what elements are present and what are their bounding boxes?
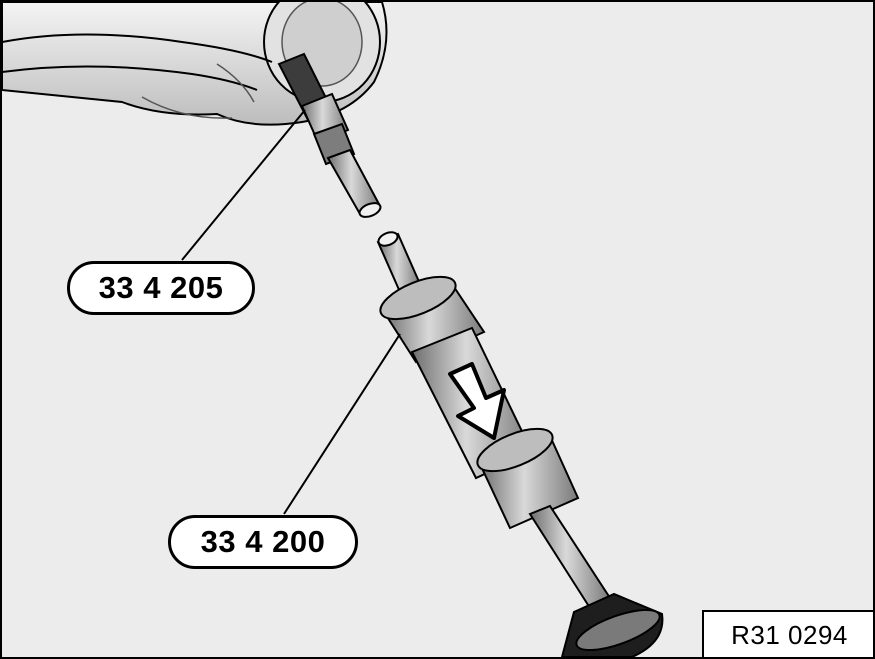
extractor-33-4-200: [376, 231, 664, 657]
leader-line-33-4-200: [283, 333, 401, 515]
callout-33-4-205: 33 4 205: [67, 261, 255, 315]
adapter-33-4-205: [277, 52, 382, 218]
figure-code-label: R31 0294: [702, 610, 873, 657]
leader-line-33-4-205: [181, 109, 306, 261]
pull-direction-arrow-icon: [448, 362, 506, 440]
callout-33-4-200: 33 4 200: [168, 515, 358, 569]
